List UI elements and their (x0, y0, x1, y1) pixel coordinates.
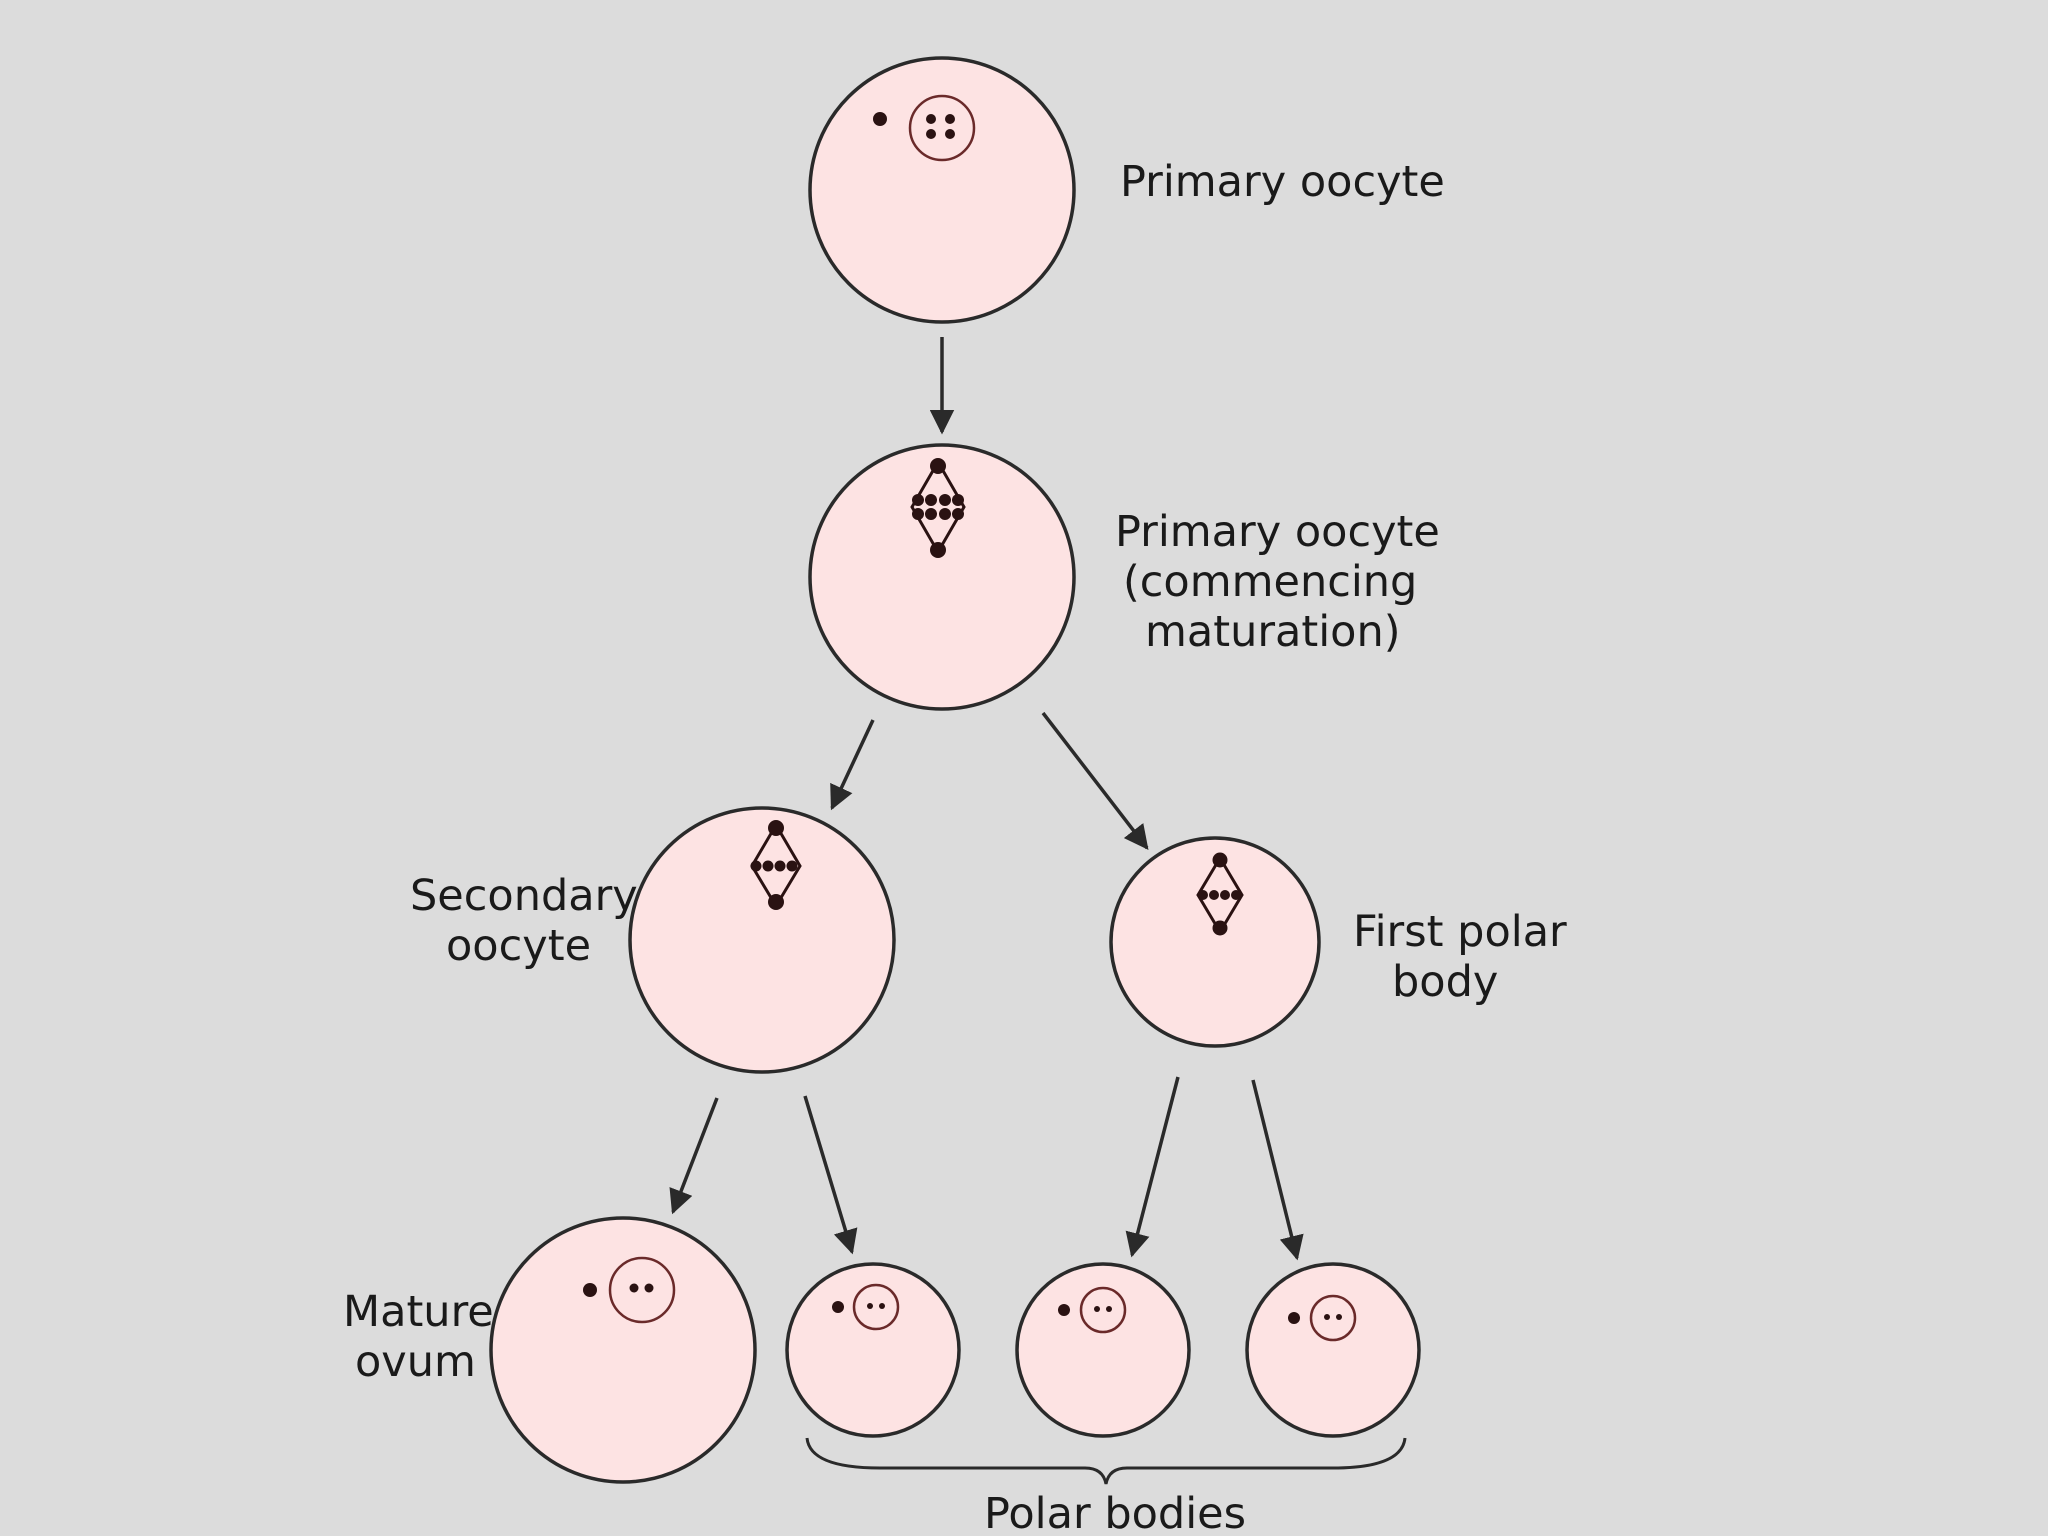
arrow-to-secondary-oocyte (830, 719, 875, 811)
svg-text:body: body (1392, 957, 1498, 1007)
cell-polar-body-3 (1245, 1262, 1421, 1438)
cell-polar-body-1 (785, 1262, 961, 1438)
arrow-to-mature-ovum (669, 1097, 719, 1215)
nucleus (908, 94, 976, 162)
arrows (669, 337, 1304, 1261)
svg-text:Mature: Mature (343, 1287, 494, 1337)
nucleus (1309, 1294, 1357, 1342)
cell-primary-oocyte (808, 56, 1076, 324)
centrosome (832, 1301, 844, 1313)
arrow-to-polar-body-3 (1251, 1079, 1304, 1261)
label-primary-oocyte-commencing: Primary oocyte (commencing maturation) (1115, 507, 1440, 657)
cell-mature-ovum (489, 1216, 757, 1484)
nucleus (852, 1283, 900, 1331)
svg-text:ovum: ovum (355, 1337, 476, 1387)
arrow-to-polar-body-2 (1125, 1076, 1180, 1258)
centrosome (1058, 1304, 1070, 1316)
spindle (750, 820, 802, 910)
label-primary-oocyte: Primary oocyte (1120, 157, 1445, 207)
spindle (1196, 852, 1244, 936)
label-mature-ovum: Mature ovum (343, 1287, 494, 1387)
svg-text:First polar: First polar (1353, 907, 1567, 957)
svg-text:oocyte: oocyte (446, 921, 591, 971)
svg-text:(commencing: (commencing (1123, 557, 1417, 607)
cell-primary-oocyte-commencing (808, 443, 1076, 711)
svg-text:Secondary: Secondary (410, 871, 638, 921)
label-secondary-oocyte: Secondary oocyte (410, 871, 638, 971)
nucleus (608, 1256, 676, 1324)
centrosome (1288, 1312, 1300, 1324)
cell-first-polar-body (1109, 836, 1321, 1048)
cell-secondary-oocyte (628, 806, 896, 1074)
svg-text:Primary oocyte: Primary oocyte (1115, 507, 1440, 557)
label-polar-bodies: Polar bodies (984, 1489, 1246, 1536)
centrosome (873, 112, 887, 126)
label-first-polar-body: First polar body (1353, 907, 1567, 1007)
spindle (910, 458, 966, 558)
polar-bodies-brace (805, 1437, 1407, 1485)
arrow-to-polar-body-1 (803, 1095, 858, 1255)
svg-text:maturation): maturation) (1145, 607, 1401, 657)
nucleus (1079, 1286, 1127, 1334)
cell-polar-body-2 (1015, 1262, 1191, 1438)
arrow-to-first-polar-body (1041, 711, 1149, 850)
centrosome (583, 1283, 597, 1297)
